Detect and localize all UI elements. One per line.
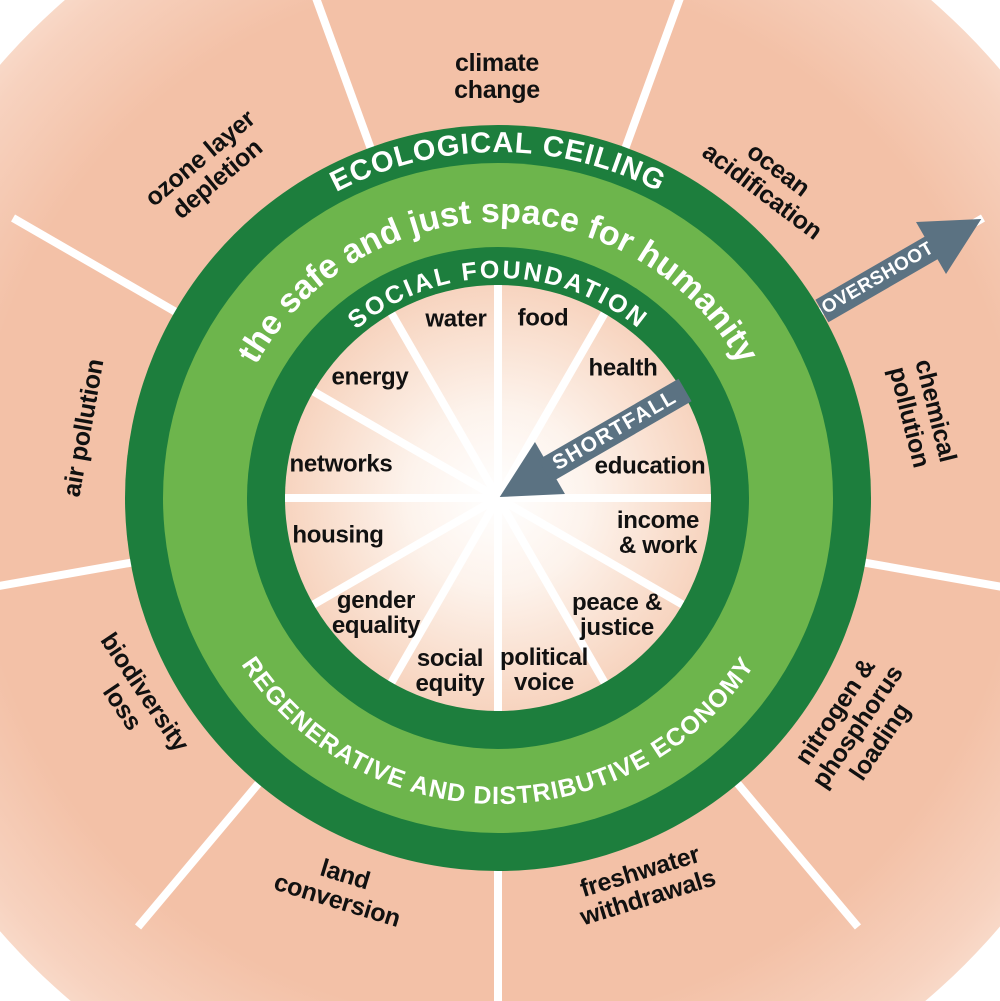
outer-label-climate-change: climate change [454,49,540,104]
inner-divider [494,285,502,497]
inner-label-water: water [425,305,487,333]
inner-label-peace-justice: peace & justice [572,588,662,641]
inner-label-income-work: income & work [616,506,700,559]
inner-divider [285,494,497,502]
inner-label-political-voice: political voice [500,643,588,696]
inner-label-housing: housing [292,521,384,549]
inner-label-networks: networks [289,450,393,478]
inner-label-energy: energy [331,363,409,391]
inner-label-health: health [588,354,658,382]
inner-label-social-equity: social equity [415,644,485,697]
inner-label-food: food [517,304,569,332]
inner-label-gender-equality: gender equality [331,586,421,639]
inner-label-education: education [594,452,706,480]
outer-divider [494,868,502,1001]
social-shortfall-disc [285,285,711,711]
